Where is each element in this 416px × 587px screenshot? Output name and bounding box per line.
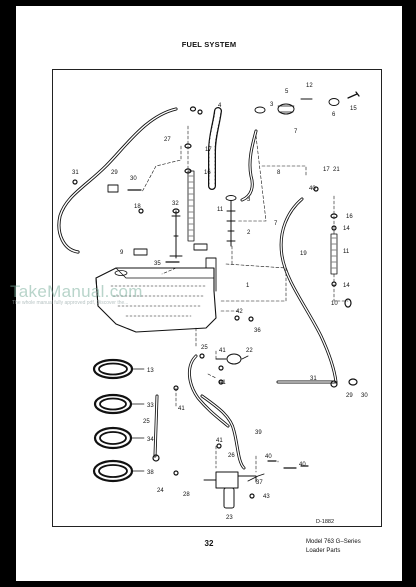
callout-13: 13 bbox=[147, 368, 154, 374]
callout-17: 17 bbox=[205, 147, 212, 153]
callout-14: 14 bbox=[343, 226, 350, 232]
model-line: Model 763 G–Series bbox=[306, 539, 361, 545]
pickup-tube-11 bbox=[187, 170, 195, 242]
sender-2 bbox=[226, 200, 236, 247]
callout-30b: 30 bbox=[361, 393, 368, 399]
callout-11: 11 bbox=[217, 207, 224, 213]
callout-22: 22 bbox=[246, 348, 253, 354]
callout-39: 39 bbox=[255, 430, 262, 436]
callout-40: 40 bbox=[309, 186, 316, 192]
clamp-9 bbox=[133, 248, 148, 256]
callout-27: 27 bbox=[164, 137, 171, 143]
fuel-sender-32 bbox=[169, 210, 183, 259]
fuel-filter bbox=[203, 471, 257, 509]
manual-page: FUEL SYSTEM bbox=[10, 6, 402, 581]
callout-11b: 11 bbox=[343, 249, 350, 255]
callout-1: 1 bbox=[246, 283, 250, 289]
callout-41: 41 bbox=[219, 348, 226, 354]
fuel-pump-22 bbox=[215, 353, 249, 365]
parts-line: Loader Parts bbox=[306, 548, 341, 554]
fuel-cap-5 bbox=[277, 103, 295, 115]
callout-16b: 16 bbox=[346, 214, 353, 220]
hose-coil-34 bbox=[93, 426, 133, 450]
callout-10: 10 bbox=[331, 301, 338, 307]
callout-7: 7 bbox=[294, 129, 298, 135]
callout-8: 8 bbox=[277, 170, 281, 176]
fuel-system-diagram: 1 2 3 3 4 5 6 7 7 8 9 10 11 11 12 13 14 … bbox=[57, 83, 368, 521]
callout-29: 29 bbox=[111, 170, 118, 176]
callout-41c: 41 bbox=[219, 380, 226, 386]
callout-15: 15 bbox=[350, 106, 357, 112]
callout-28: 28 bbox=[183, 492, 190, 498]
callout-4: 4 bbox=[218, 103, 222, 109]
callout-9: 9 bbox=[120, 250, 124, 256]
callout-14b: 14 bbox=[343, 283, 350, 289]
model-info: Model 763 G–Series Loader Parts bbox=[306, 538, 361, 556]
callout-34: 34 bbox=[147, 437, 154, 443]
vent-15 bbox=[347, 91, 360, 99]
callout-19: 19 bbox=[300, 251, 307, 257]
callout-24: 24 bbox=[157, 488, 164, 494]
callout-35: 35 bbox=[154, 261, 161, 267]
callout-7b: 7 bbox=[274, 221, 278, 227]
fitting-29 bbox=[107, 184, 119, 193]
callout-12: 12 bbox=[306, 83, 313, 89]
callout-3b: 3 bbox=[247, 197, 251, 203]
page-title: FUEL SYSTEM bbox=[181, 40, 237, 49]
callout-16: 16 bbox=[204, 170, 211, 176]
callout-25b: 25 bbox=[143, 419, 150, 425]
hose-coil-13 bbox=[92, 358, 134, 380]
pickup-tube-11b bbox=[330, 233, 338, 275]
callout-2: 2 bbox=[247, 230, 251, 236]
grommet-6 bbox=[328, 98, 340, 106]
callout-25: 25 bbox=[201, 345, 208, 351]
callout-31: 31 bbox=[72, 170, 79, 176]
callout-5: 5 bbox=[285, 89, 289, 95]
callout-21: 21 bbox=[333, 167, 340, 173]
figure-reference: D-1882 bbox=[316, 519, 335, 525]
callout-41b: 41 bbox=[178, 406, 185, 412]
callout-33: 33 bbox=[147, 403, 154, 409]
callout-29b: 29 bbox=[346, 393, 353, 399]
callout-32: 32 bbox=[172, 201, 179, 207]
page-number: 32 bbox=[204, 539, 214, 548]
callout-30: 30 bbox=[130, 176, 137, 182]
callout-18: 18 bbox=[134, 204, 141, 210]
callout-37: 37 bbox=[256, 480, 263, 486]
hose-19 bbox=[279, 197, 338, 384]
hose-coil-38 bbox=[92, 459, 134, 483]
callout-6: 6 bbox=[332, 112, 336, 118]
gasket-3 bbox=[254, 106, 266, 114]
fuel-tank bbox=[95, 257, 217, 333]
callout-40b: 40 bbox=[265, 454, 272, 460]
watermark-brand: TakeManual.com bbox=[10, 282, 143, 301]
callout-43: 43 bbox=[263, 494, 270, 500]
callout-31b: 31 bbox=[310, 376, 317, 382]
callout-42: 42 bbox=[236, 309, 243, 315]
callout-23: 23 bbox=[226, 515, 233, 521]
clamp-9b bbox=[193, 243, 208, 251]
watermark-tagline: The whole manual fully approved pdf, Dis… bbox=[12, 300, 129, 306]
callout-17b: 17 bbox=[323, 167, 330, 173]
callout-36: 36 bbox=[254, 328, 261, 334]
callout-41d: 41 bbox=[216, 438, 223, 444]
callout-40c: 40 bbox=[299, 462, 306, 468]
hose-coil-33 bbox=[93, 393, 133, 415]
diagram-frame bbox=[52, 69, 382, 527]
callout-26: 26 bbox=[228, 453, 235, 459]
callout-38: 38 bbox=[147, 470, 154, 476]
callout-3: 3 bbox=[270, 102, 274, 108]
